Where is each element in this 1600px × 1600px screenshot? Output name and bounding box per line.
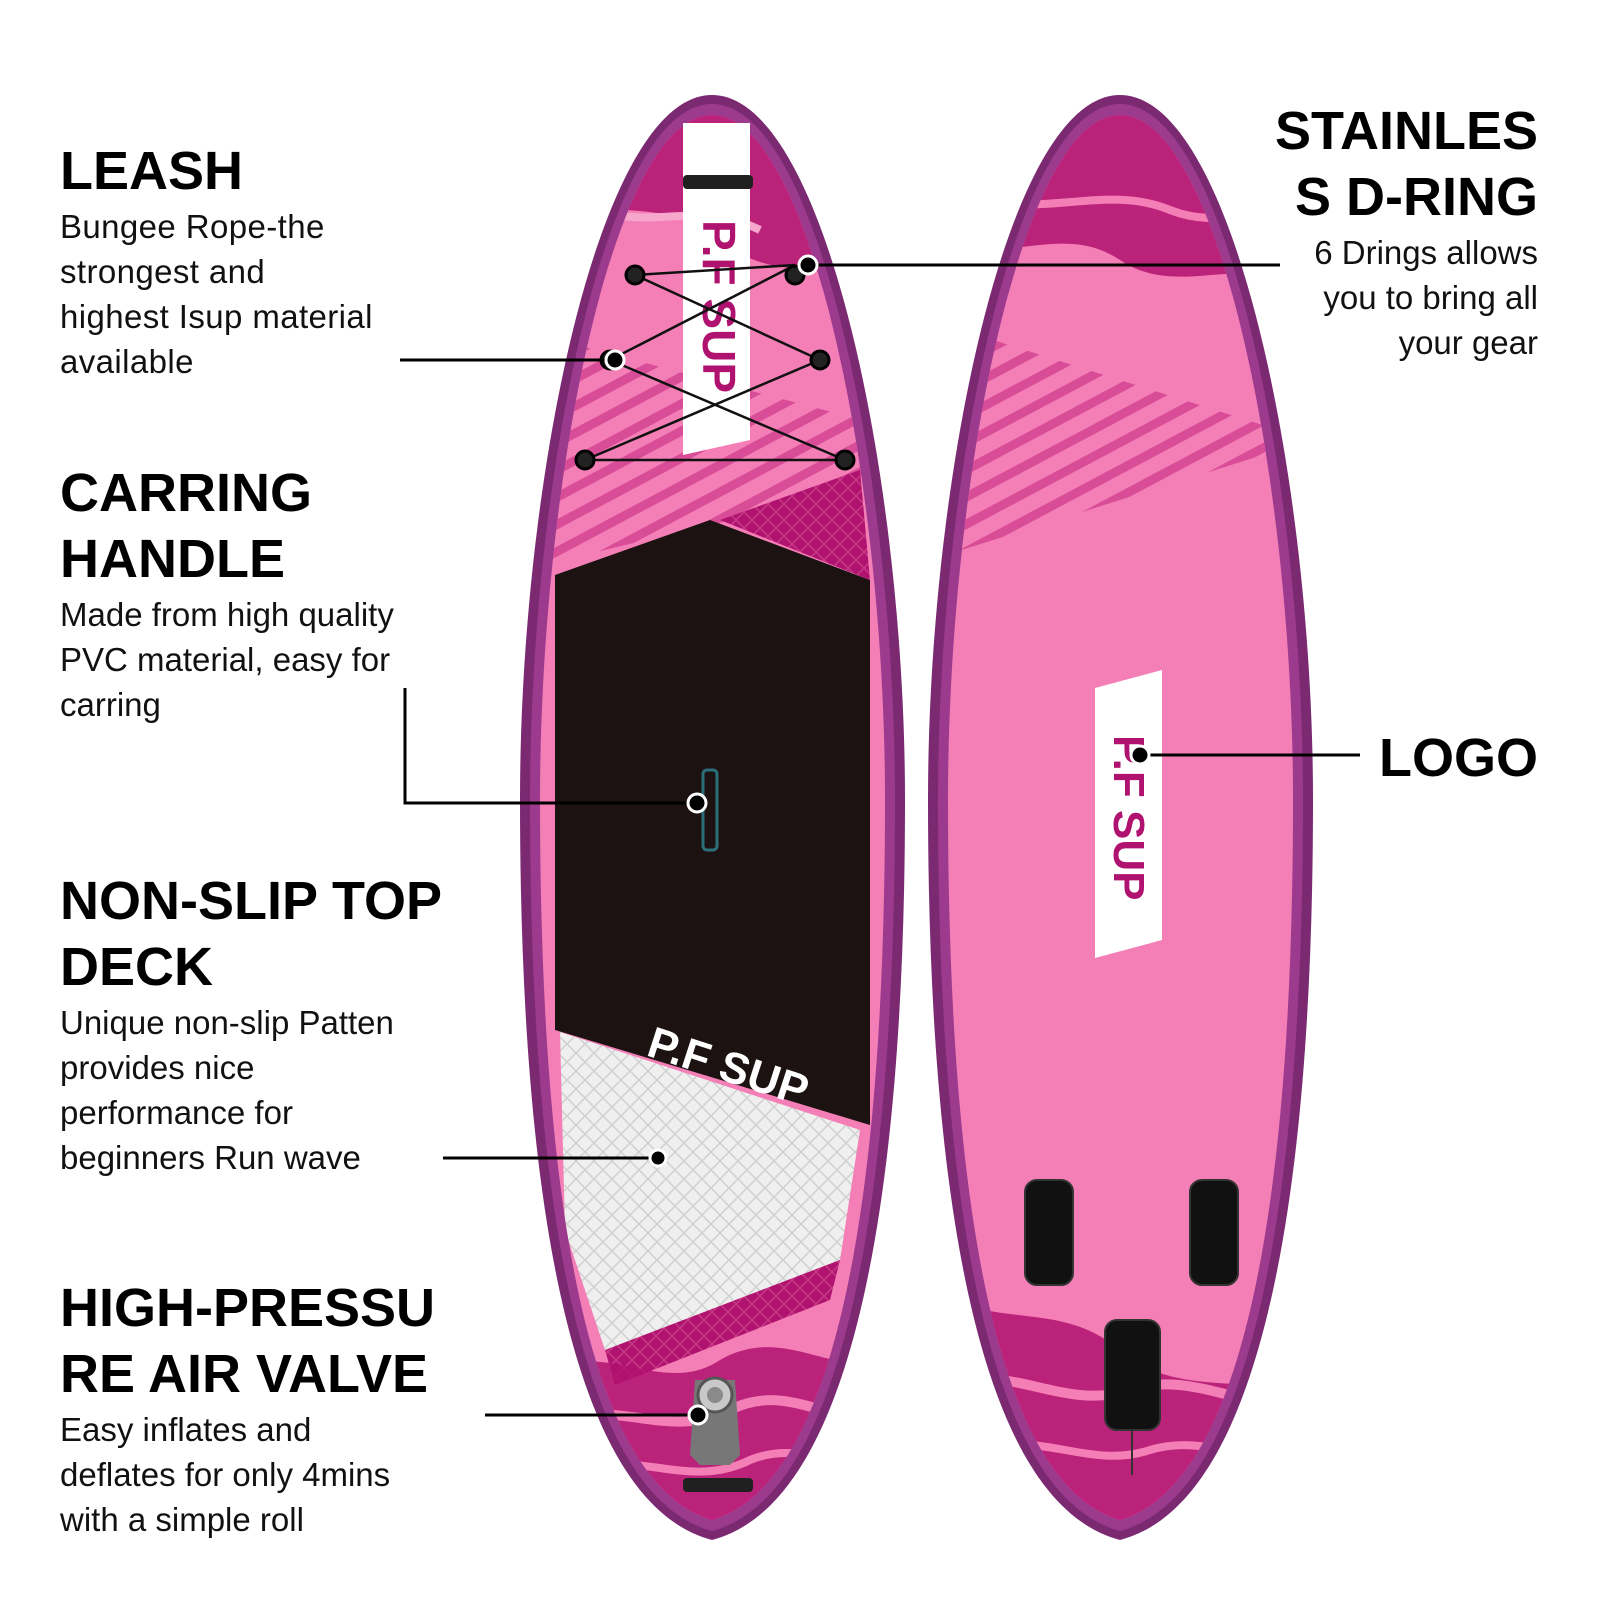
bungee-rope (584, 263, 846, 462)
feature-air-valve: HIGH-PRESSU RE AIR VALVE Easy inflates a… (60, 1275, 470, 1542)
fin-box-icon (1189, 1179, 1239, 1286)
feature-logo: LOGO (1338, 725, 1538, 791)
feature-valve-description: Easy inflates and deflates for only 4min… (60, 1411, 391, 1538)
feature-handle-title: CARRING HANDLE (60, 463, 312, 589)
d-ring-icon (834, 449, 856, 471)
fin-box-icon (1104, 1319, 1161, 1431)
board-back: P.F SUP (928, 95, 1313, 1540)
board-front: P.F SUP P.F SUP (520, 95, 905, 1540)
nose-handle (683, 175, 753, 189)
feature-deck-description: Unique non-slip Patten provides nice per… (60, 1004, 394, 1176)
feature-deck-title: NON-SLIP TOP DECK (60, 871, 443, 997)
fin-box-icon (1024, 1179, 1074, 1286)
feature-logo-title: LOGO (1379, 728, 1538, 788)
d-ring-icon (574, 449, 596, 471)
air-valve-icon (690, 1376, 740, 1465)
feature-leash-description: Bungee Rope-the strongest and highest Is… (60, 208, 373, 380)
feature-valve-title: HIGH-PRESSU RE AIR VALVE (60, 1278, 436, 1404)
feature-d-ring: STAINLES S D-RING 6 Drings allows you to… (1238, 98, 1538, 365)
callout-line-handle (403, 688, 697, 805)
tail-handle (683, 1478, 753, 1492)
d-ring-icon (809, 349, 831, 371)
feature-dring-title: STAINLES S D-RING (1274, 101, 1538, 227)
feature-non-slip-deck: NON-SLIP TOP DECK Unique non-slip Patten… (60, 868, 470, 1180)
fin-boxes (1024, 1179, 1239, 1431)
d-ring-icon (624, 264, 646, 286)
callout-dots (604, 254, 1151, 1426)
feature-leash-title: LEASH (60, 141, 244, 201)
feature-carrying-handle: CARRING HANDLE Made from high quality PV… (60, 460, 460, 727)
callout-lines (400, 263, 1360, 1417)
feature-handle-description: Made from high quality PVC material, eas… (60, 596, 394, 723)
feature-dring-description: 6 Drings allows you to bring all your ge… (1314, 234, 1538, 361)
feature-leash: LEASH Bungee Rope-the strongest and high… (60, 138, 480, 384)
